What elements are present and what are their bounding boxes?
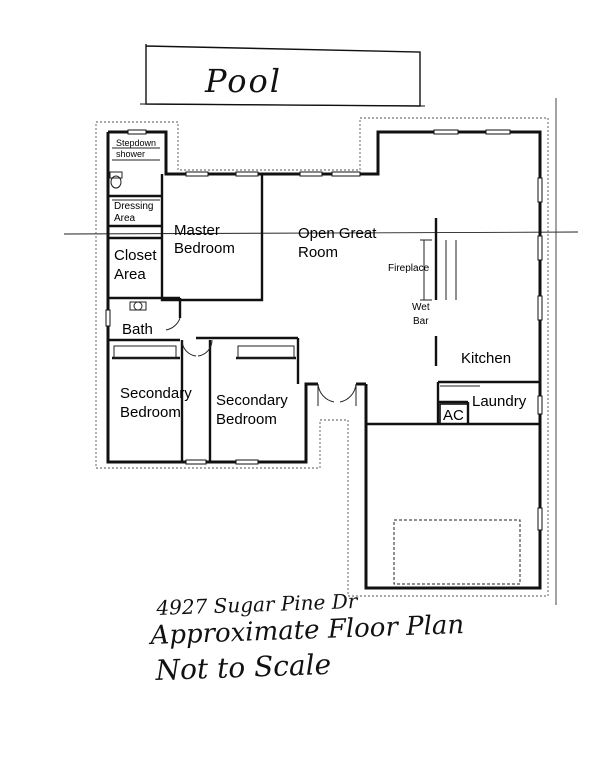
reference-line — [63, 231, 579, 235]
door-swings — [165, 317, 357, 406]
stepdown-shower-label: Stepdown shower — [116, 138, 159, 159]
dressing-area-label: Dressing Area — [114, 201, 156, 224]
ac-label: AC — [443, 407, 464, 424]
open-great-room-label: Open Great Room — [298, 225, 381, 261]
pool: Pool — [139, 44, 426, 107]
closet-area-label: Closet Area — [114, 247, 161, 283]
windows — [105, 129, 543, 531]
scale-note: Not to Scale — [155, 647, 332, 687]
interior-details — [109, 147, 521, 585]
wet-bar-label: Wet Bar — [412, 302, 432, 327]
kitchen-label: Kitchen — [461, 350, 511, 367]
exterior-walls — [106, 130, 542, 590]
room-labels: Stepdown shower Dressing Area Master Bed… — [114, 138, 527, 428]
laundry-label: Laundry — [472, 393, 527, 410]
master-bedroom-label: Master Bedroom — [174, 222, 235, 257]
pool-label: Pool — [204, 62, 282, 100]
ac-box — [439, 403, 469, 425]
secondary-bedroom-label: Secondary Bedroom — [216, 392, 292, 428]
fireplace-label: Fireplace — [388, 263, 430, 274]
dotted-outline — [95, 117, 549, 597]
secondary-bedroom-label: Secondary Bedroom — [120, 385, 196, 421]
bath-label: Bath — [122, 321, 153, 338]
